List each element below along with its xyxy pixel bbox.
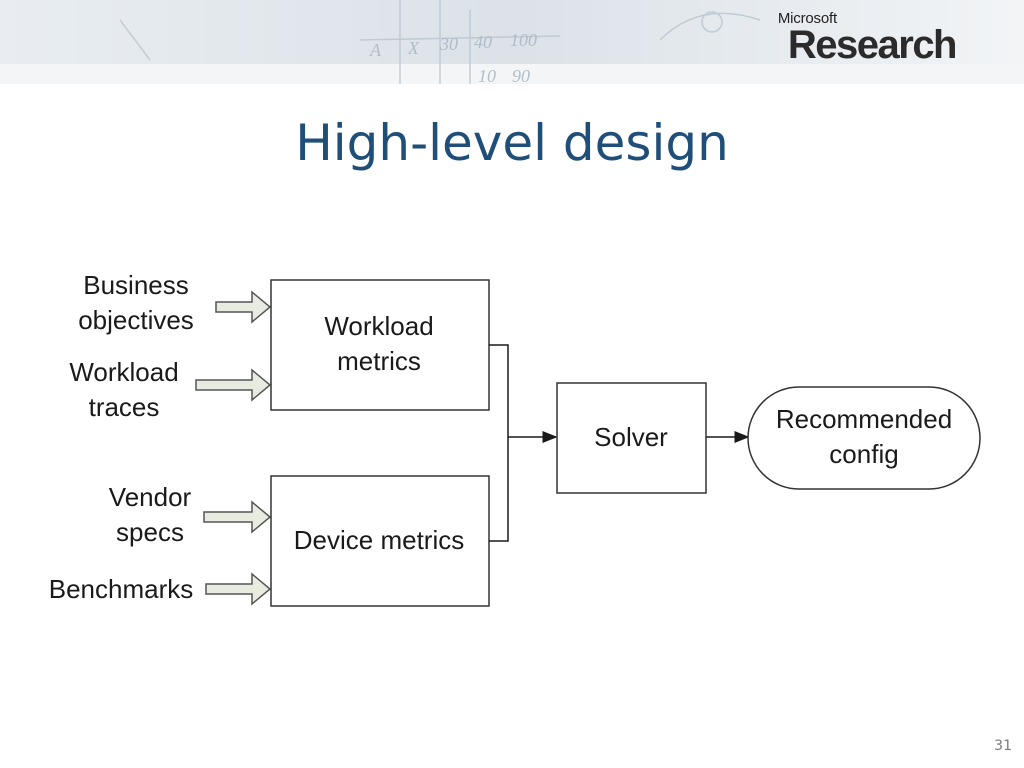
recommended-config-terminal — [747, 386, 981, 490]
input-label-specs: specs — [116, 517, 184, 547]
microsoft-research-logo: Microsoft Research — [777, 10, 958, 67]
input-label-vendor: Vendor — [109, 482, 192, 512]
logo-brand-large: Research — [787, 23, 958, 67]
solver-box — [556, 382, 707, 494]
device-metrics-label: Device metrics — [294, 525, 464, 555]
workload-metrics-label-line2: metrics — [337, 346, 421, 376]
scribble-10: 10 — [478, 66, 496, 84]
page-number: 31 — [994, 738, 1012, 754]
input-arrow-business — [215, 290, 272, 324]
recommended-config-label-line1: Recommended — [776, 404, 952, 434]
slide-title: High-level design — [295, 114, 729, 172]
input-arrow-workload — [195, 368, 272, 402]
scribble-90: 90 — [512, 66, 530, 84]
input-label-objectives: objectives — [78, 305, 194, 335]
scribble-x: X — [407, 38, 420, 58]
input-label-traces: traces — [89, 392, 160, 422]
input-arrow-vendor — [203, 500, 272, 534]
recommended-config-label-line2: config — [829, 439, 898, 469]
logo-brand-small: Microsoft — [777, 10, 837, 27]
scribble-30: 30 — [439, 34, 458, 54]
scribble-100: 100 — [510, 30, 537, 50]
input-arrow-benchmarks — [205, 572, 272, 606]
workload-connector — [489, 344, 509, 437]
scribble-a: A — [369, 40, 382, 60]
input-label-business: Business — [83, 270, 189, 300]
input-label-workload: Workload — [69, 357, 178, 387]
device-metrics-box — [270, 475, 490, 607]
input-label-benchmarks: Benchmarks — [49, 574, 194, 604]
solver-label: Solver — [594, 422, 668, 452]
header-banner: A X 30 40 100 10 90 — [0, 0, 1024, 84]
workload-metrics-label-line1: Workload — [324, 311, 433, 341]
workload-metrics-box — [270, 279, 490, 411]
scribble-40: 40 — [474, 32, 492, 52]
device-connector — [489, 437, 509, 542]
